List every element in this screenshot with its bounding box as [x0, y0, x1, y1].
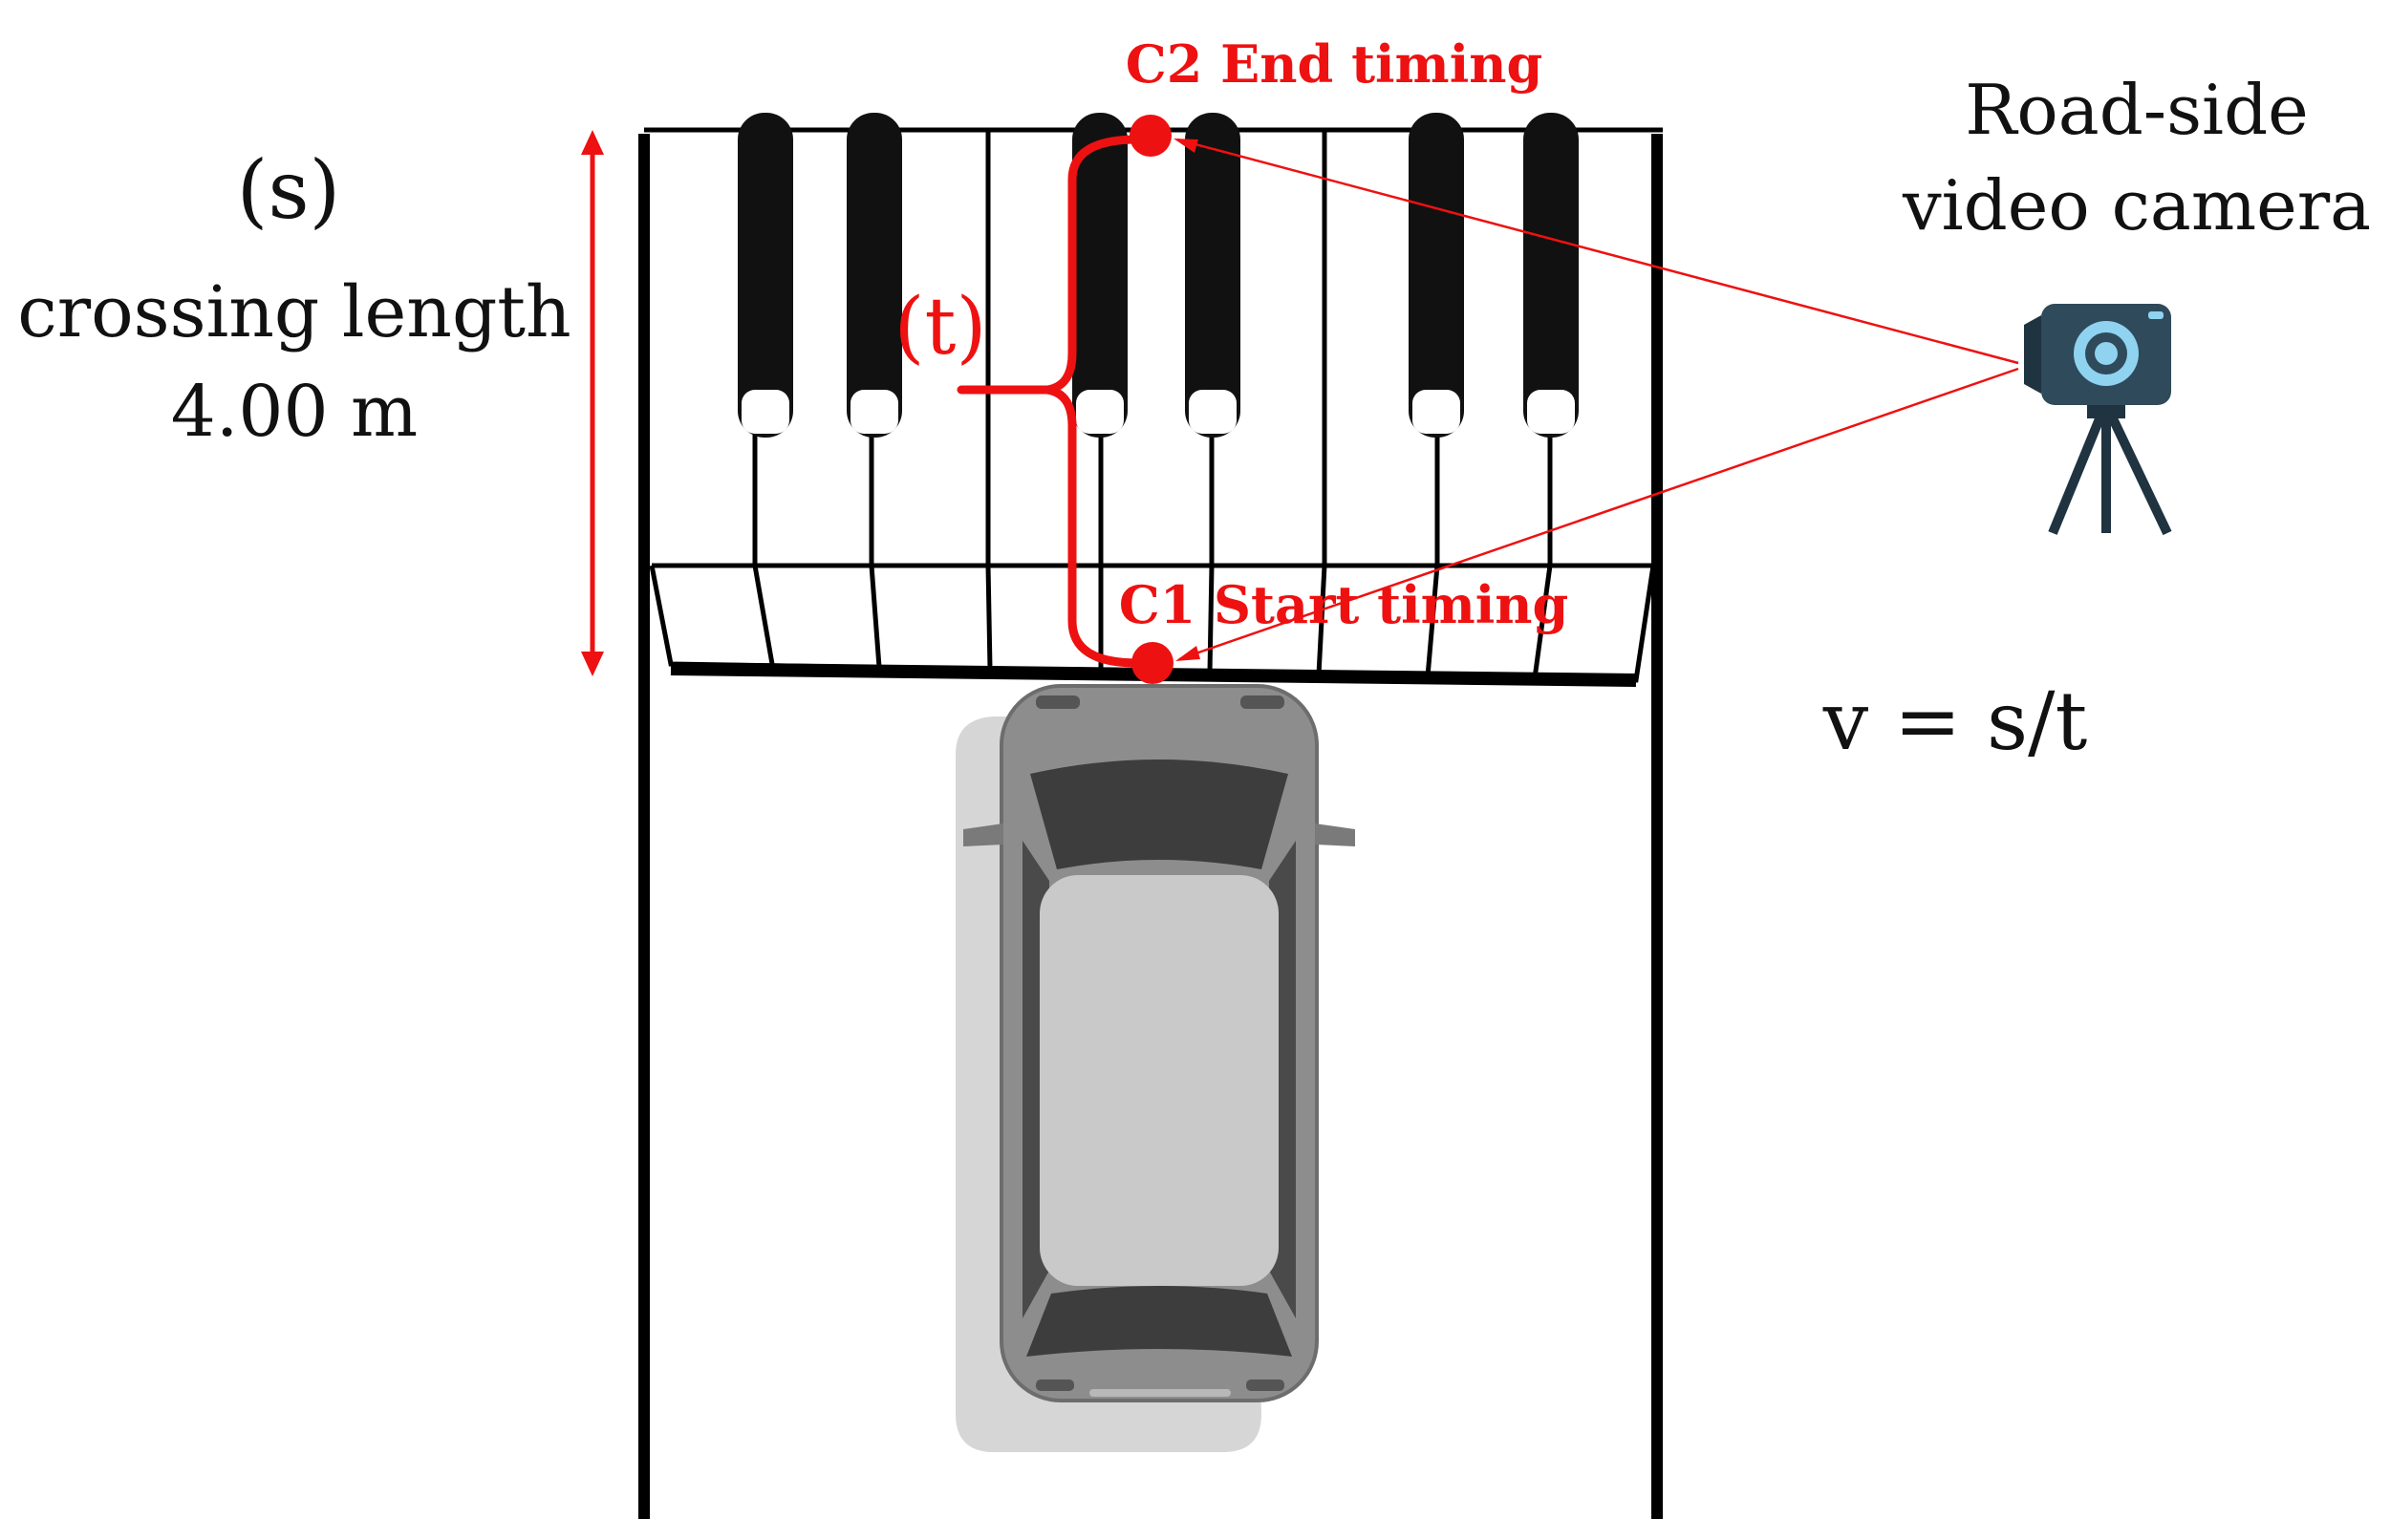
camera-sight-lines: [1173, 138, 2019, 661]
time-bracket: [957, 135, 1142, 668]
road-edges: [638, 134, 1663, 1519]
c1-start-point: [1131, 642, 1173, 684]
crossing-length-value: 4.00 m: [171, 371, 418, 453]
black-key: [1409, 113, 1464, 438]
c2-end-point: [1130, 115, 1172, 157]
camera-label-line2: video camera: [1902, 165, 2371, 246]
black-key: [847, 113, 902, 438]
speed-formula: v = s/t: [1822, 674, 2088, 768]
c2-end-timing-label: C2 End timing: [1126, 33, 1542, 95]
black-key: [738, 113, 793, 438]
black-key: [1523, 113, 1579, 438]
black-key: [1072, 113, 1128, 438]
c1-start-timing-label: C1 Start timing: [1119, 574, 1569, 635]
video-camera-icon: [2024, 304, 2172, 536]
black-keys: [738, 113, 1579, 438]
black-key: [1185, 113, 1240, 438]
crossing-length-title: crossing length: [17, 271, 571, 353]
s-symbol-label: (s): [237, 143, 341, 237]
car-top-view-icon: [956, 684, 1355, 1452]
t-symbol-label: (t): [894, 282, 987, 373]
camera-label-line1: Road-side: [1965, 70, 2309, 150]
